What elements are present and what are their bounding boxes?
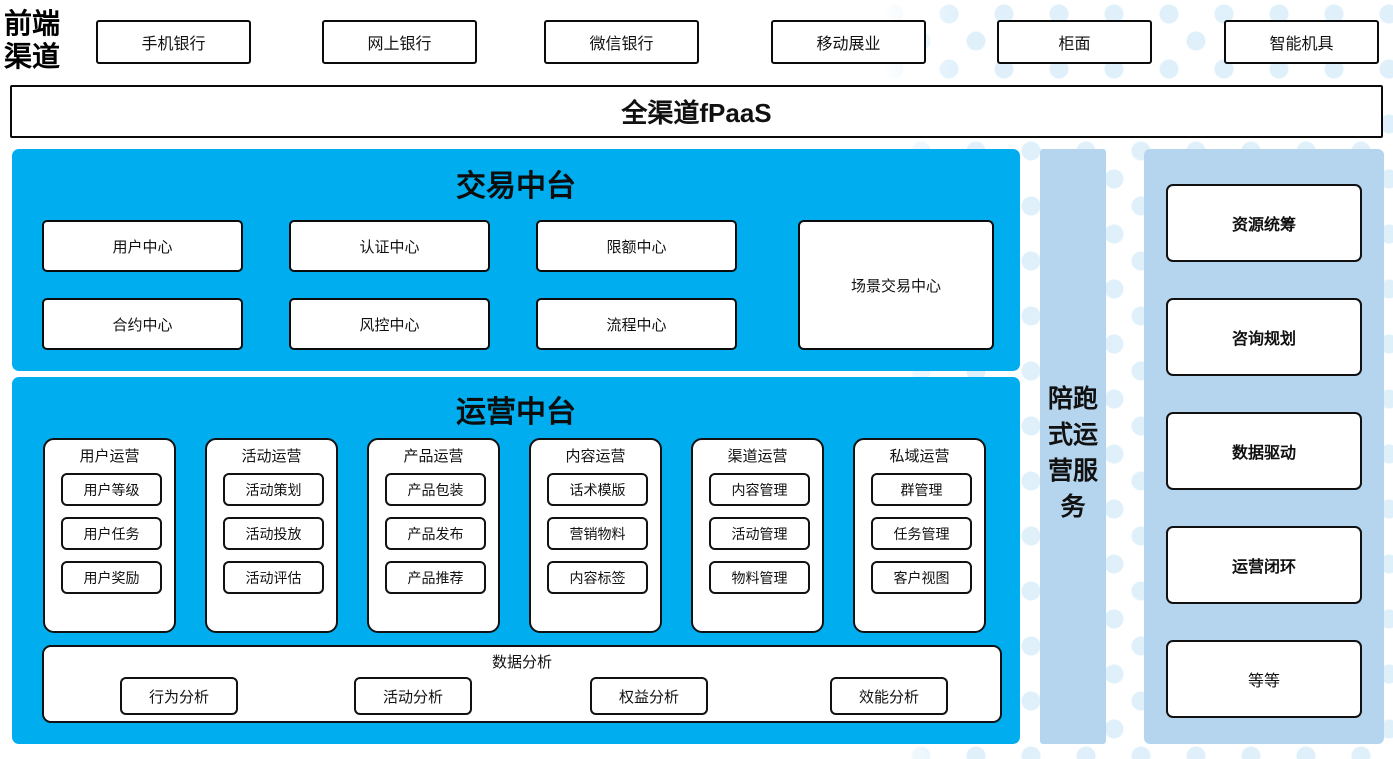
service-label-line-3: 营服 xyxy=(1047,457,1098,485)
service-label-line-1: 陪跑 xyxy=(1047,385,1098,413)
data-analysis-item-benefit[interactable]: 权益分析 xyxy=(590,677,708,715)
trade-box-auth-center[interactable]: 认证中心 xyxy=(289,220,490,272)
capability-card-consulting-planning[interactable]: 咨询规划 xyxy=(1166,298,1362,376)
channel-item-counter[interactable]: 柜面 xyxy=(997,20,1152,64)
data-analysis-group: 数据分析 行为分析 活动分析 权益分析 效能分析 xyxy=(42,645,1002,723)
ops-column-content-operations: 内容运营 话术模版 营销物料 内容标签 xyxy=(529,438,662,633)
front-end-channel-row: 前端 渠道 手机银行 网上银行 微信银行 移动展业 柜面 智能机具 xyxy=(0,8,1393,73)
ops-item-task-management[interactable]: 任务管理 xyxy=(871,517,972,550)
operations-middle-platform-title: 运营中台 xyxy=(456,396,576,429)
ops-column-title: 私域运营 xyxy=(889,448,950,465)
ops-item-content-management[interactable]: 内容管理 xyxy=(709,473,810,506)
capability-card-etc[interactable]: 等等 xyxy=(1166,640,1362,718)
channel-item-wechat-bank[interactable]: 微信银行 xyxy=(544,20,699,64)
ops-column-product-operations: 产品运营 产品包装 产品发布 产品推荐 xyxy=(367,438,500,633)
trade-middle-platform-panel: 交易中台 用户中心 认证中心 限额中心 合约中心 风控中心 流程中心 场景交易中… xyxy=(12,149,1020,371)
capability-card-operation-closed-loop[interactable]: 运营闭环 xyxy=(1166,526,1362,604)
ops-item-product-release[interactable]: 产品发布 xyxy=(385,517,486,550)
ops-column-channel-operations: 渠道运营 内容管理 活动管理 物料管理 xyxy=(691,438,824,633)
channel-item-online-bank[interactable]: 网上银行 xyxy=(322,20,477,64)
accompanying-operation-service-label: 陪跑 式运 营服 务 xyxy=(1040,381,1106,525)
ops-item-campaign-delivery[interactable]: 活动投放 xyxy=(223,517,324,550)
capability-card-data-driven[interactable]: 数据驱动 xyxy=(1166,412,1362,490)
ops-item-content-tag[interactable]: 内容标签 xyxy=(547,561,648,594)
operations-middle-platform-panel: 运营中台 用户运营 用户等级 用户任务 用户奖励 活动运营 活动策划 活动投放 … xyxy=(12,377,1020,744)
data-analysis-item-campaign[interactable]: 活动分析 xyxy=(354,677,472,715)
data-analysis-item-behavior[interactable]: 行为分析 xyxy=(120,677,238,715)
ops-item-campaign-evaluation[interactable]: 活动评估 xyxy=(223,561,324,594)
ops-column-title: 渠道运营 xyxy=(727,448,788,465)
front-end-channel-label: 前端 渠道 xyxy=(4,8,82,74)
service-label-line-2: 式运 xyxy=(1047,421,1098,449)
data-analysis-title: 数据分析 xyxy=(491,654,552,671)
ops-item-group-management[interactable]: 群管理 xyxy=(871,473,972,506)
channel-item-mobile-bank[interactable]: 手机银行 xyxy=(96,20,251,64)
channel-item-smart-device[interactable]: 智能机具 xyxy=(1224,20,1379,64)
front-end-channel-label-line2: 渠道 xyxy=(4,42,61,73)
trade-box-risk-center[interactable]: 风控中心 xyxy=(289,298,490,350)
ops-column-campaign-operations: 活动运营 活动策划 活动投放 活动评估 xyxy=(205,438,338,633)
front-end-channel-label-line1: 前端 xyxy=(4,9,61,40)
trade-box-process-center[interactable]: 流程中心 xyxy=(536,298,737,350)
capability-panel: 资源统筹 咨询规划 数据驱动 运营闭环 等等 xyxy=(1144,149,1384,744)
ops-column-title: 内容运营 xyxy=(565,448,626,465)
ops-item-marketing-material[interactable]: 营销物料 xyxy=(547,517,648,550)
accompanying-operation-service-column: 陪跑 式运 营服 务 xyxy=(1040,149,1106,744)
ops-item-user-level[interactable]: 用户等级 xyxy=(61,473,162,506)
ops-item-campaign-management[interactable]: 活动管理 xyxy=(709,517,810,550)
omnichannel-fpaas-bar[interactable]: 全渠道fPaaS xyxy=(10,85,1383,138)
ops-item-user-reward[interactable]: 用户奖励 xyxy=(61,561,162,594)
ops-item-product-recommendation[interactable]: 产品推荐 xyxy=(385,561,486,594)
ops-item-product-packaging[interactable]: 产品包装 xyxy=(385,473,486,506)
trade-box-limit-center[interactable]: 限额中心 xyxy=(536,220,737,272)
capability-card-resource-coordination[interactable]: 资源统筹 xyxy=(1166,184,1362,262)
trade-box-contract-center[interactable]: 合约中心 xyxy=(42,298,243,350)
ops-column-user-operations: 用户运营 用户等级 用户任务 用户奖励 xyxy=(43,438,176,633)
ops-item-campaign-planning[interactable]: 活动策划 xyxy=(223,473,324,506)
ops-item-script-template[interactable]: 话术模版 xyxy=(547,473,648,506)
ops-column-title: 活动运营 xyxy=(241,448,302,465)
ops-column-title: 产品运营 xyxy=(403,448,464,465)
ops-item-user-task[interactable]: 用户任务 xyxy=(61,517,162,550)
channel-item-mobile-biz[interactable]: 移动展业 xyxy=(771,20,926,64)
ops-item-customer-view[interactable]: 客户视图 xyxy=(871,561,972,594)
ops-column-private-domain-operations: 私域运营 群管理 任务管理 客户视图 xyxy=(853,438,986,633)
trade-box-scenario-transaction-center[interactable]: 场景交易中心 xyxy=(798,220,994,350)
ops-column-title: 用户运营 xyxy=(79,448,140,465)
trade-middle-platform-title: 交易中台 xyxy=(456,170,576,203)
service-label-line-4: 务 xyxy=(1060,493,1086,521)
data-analysis-item-efficiency[interactable]: 效能分析 xyxy=(830,677,948,715)
ops-item-material-management[interactable]: 物料管理 xyxy=(709,561,810,594)
trade-box-user-center[interactable]: 用户中心 xyxy=(42,220,243,272)
